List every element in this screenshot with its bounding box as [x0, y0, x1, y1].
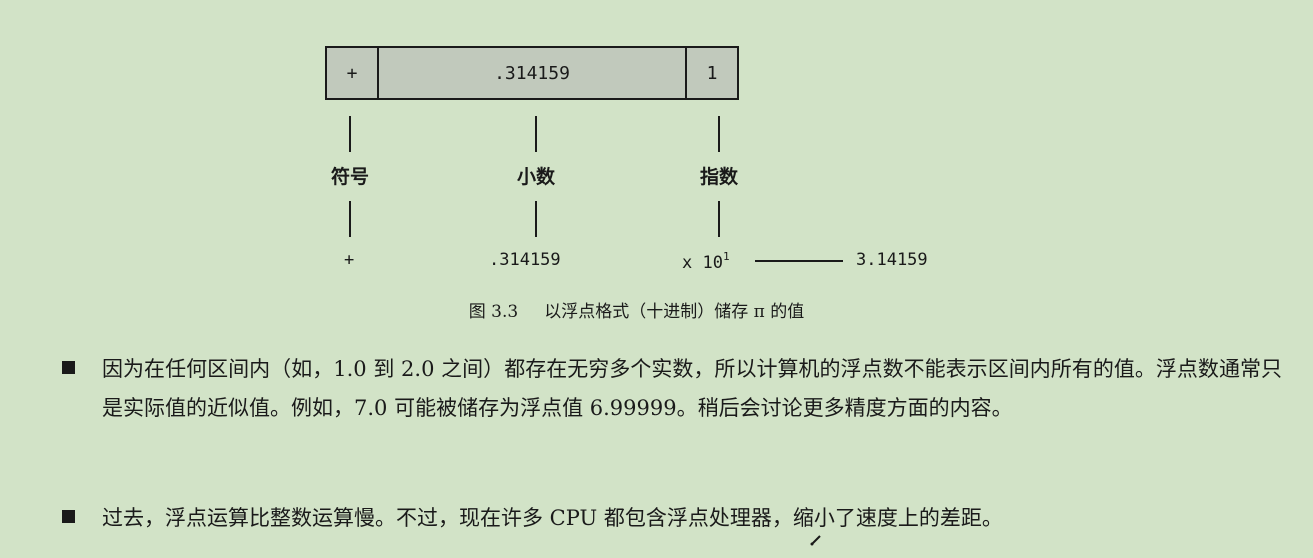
figure-caption: 图 3.3 以浮点格式（十进制）储存 π 的值 — [0, 297, 1273, 322]
fraction-connector-lower — [535, 201, 537, 237]
bullet-text: 因为在任何区间内（如，1.0 到 2.0 之间）都存在无穷多个实数，所以计算机的… — [102, 357, 1282, 420]
bullet-square-icon — [62, 510, 75, 523]
value-fraction: .314159 — [489, 250, 561, 270]
float-storage-box: + .314159 1 — [325, 46, 739, 100]
exponent-connector-upper — [718, 116, 720, 152]
figure-number: 图 3.3 — [468, 302, 519, 322]
sign-connector-lower — [349, 201, 351, 237]
value-multiplier: x 101 — [682, 250, 730, 273]
bullet-square-icon — [62, 361, 75, 374]
fraction-connector-upper — [535, 116, 537, 152]
value-sign: + — [344, 250, 355, 270]
sign-connector-upper — [349, 116, 351, 152]
pen-mark-icon — [810, 535, 821, 546]
sign-cell: + — [327, 48, 379, 98]
bullet-item: 过去，浮点运算比整数运算慢。不过，现在许多 CPU 都包含浮点处理器，缩小了速度… — [62, 499, 1282, 538]
fraction-label: 小数 — [516, 166, 556, 188]
exponent-cell: 1 — [706, 62, 718, 84]
equals-line — [755, 260, 843, 262]
exponent-connector-lower — [718, 201, 720, 237]
value-result: 3.14159 — [856, 250, 928, 270]
multiplier-exponent: 1 — [722, 250, 730, 263]
sign-label: 符号 — [330, 166, 370, 188]
bullet-item: 因为在任何区间内（如，1.0 到 2.0 之间）都存在无穷多个实数，所以计算机的… — [62, 350, 1282, 428]
fraction-cell: .314159 — [379, 48, 687, 98]
figure-caption-text: 以浮点格式（十进制）储存 π 的值 — [544, 302, 805, 322]
multiplier-text: x 10 — [682, 253, 723, 273]
exponent-label: 指数 — [699, 166, 739, 188]
bullet-text: 过去，浮点运算比整数运算慢。不过，现在许多 CPU 都包含浮点处理器，缩小了速度… — [102, 506, 1003, 530]
